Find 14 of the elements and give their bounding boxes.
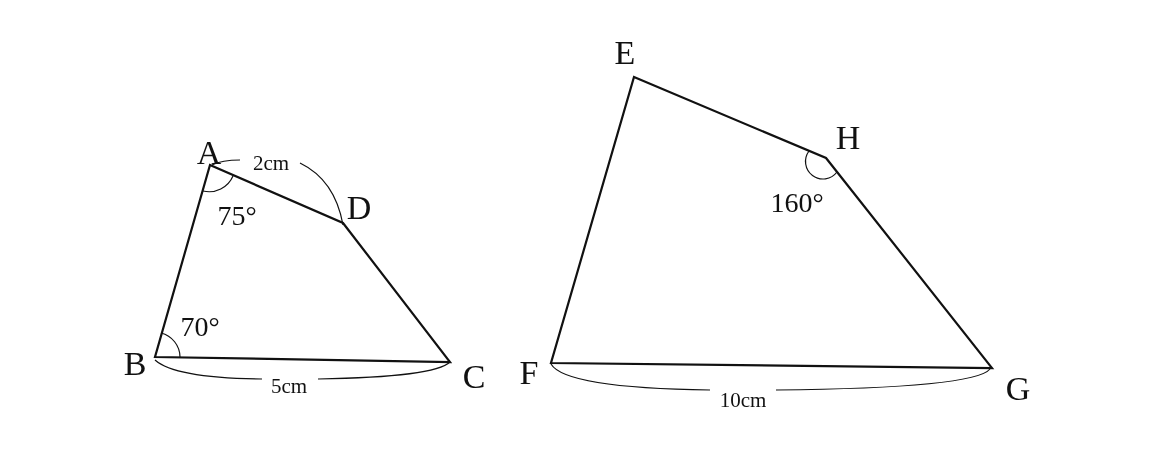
angle-label: 160° <box>770 189 824 217</box>
vertex-label: G <box>1005 372 1031 406</box>
angle-label: 70° <box>180 313 220 341</box>
vertex-label: H <box>835 121 861 155</box>
vertex-label: C <box>462 360 486 394</box>
length-label: 2cm <box>252 152 290 174</box>
vertex-label: F <box>519 356 539 390</box>
vertex-label: D <box>346 191 372 225</box>
length-label: 5cm <box>270 375 308 397</box>
vertex-label: E <box>614 36 636 70</box>
vertex-label: A <box>196 136 222 170</box>
length-label: 10cm <box>719 389 767 411</box>
angle-label: 75° <box>217 202 257 230</box>
vertex-label: B <box>123 347 147 381</box>
